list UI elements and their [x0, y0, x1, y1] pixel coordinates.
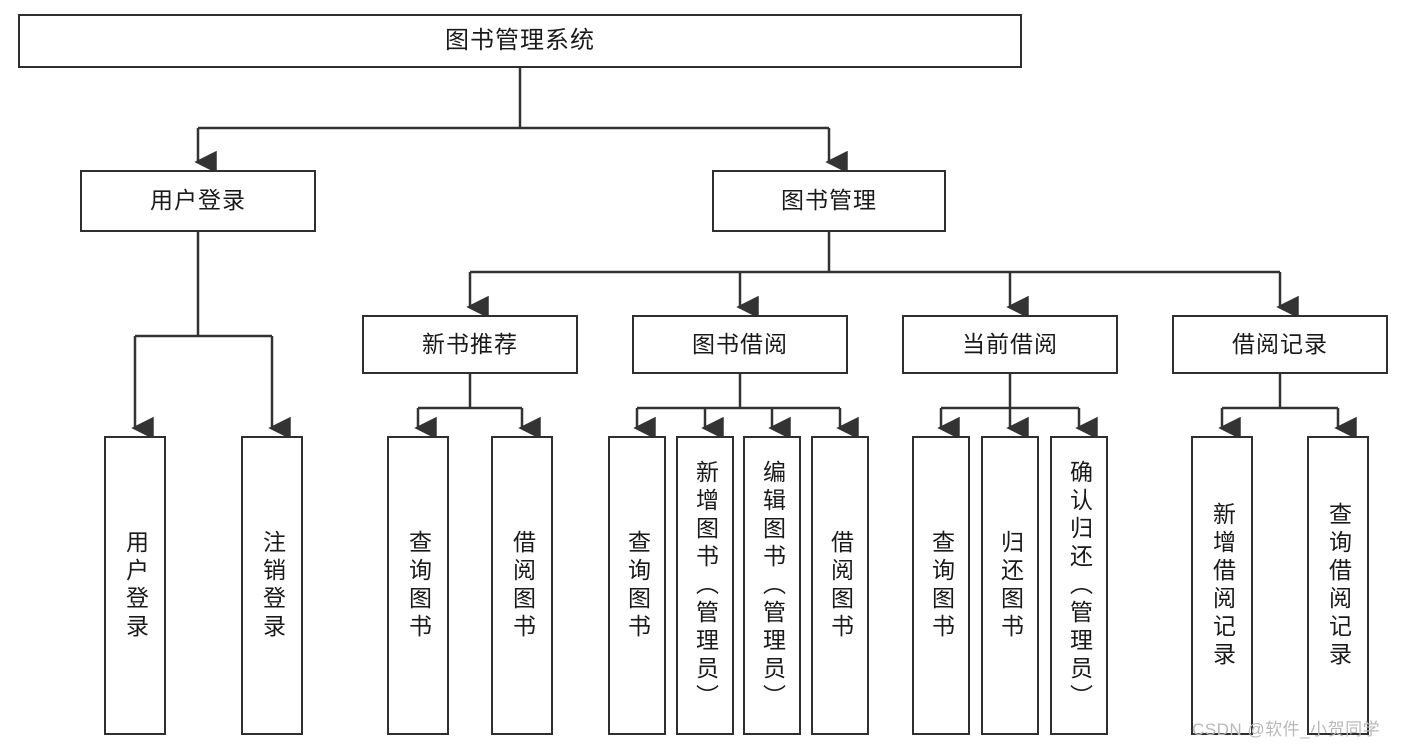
- leaf-new-books-query[interactable]: 查询图书: [387, 436, 449, 735]
- leaf-user-login-logout[interactable]: 注销登录: [241, 436, 303, 735]
- leaf-records-query-record[interactable]: 查询借阅记录: [1307, 436, 1369, 735]
- leaf-user-login-login[interactable]: 用户登录: [104, 436, 166, 735]
- leaf-current-confirm-return-admin[interactable]: 确认归还（管理员）: [1050, 436, 1108, 735]
- node-borrow-records[interactable]: 借阅记录: [1172, 315, 1388, 374]
- leaf-borrow-borrow-book[interactable]: 借阅图书: [811, 436, 869, 735]
- leaf-borrow-edit-book-admin[interactable]: 编辑图书（管理员）: [743, 436, 801, 735]
- node-root-system[interactable]: 图书管理系统: [18, 14, 1022, 68]
- node-user-login[interactable]: 用户登录: [80, 170, 316, 232]
- leaf-current-return-book[interactable]: 归还图书: [981, 436, 1039, 735]
- csdn-watermark: CSDN @软件_小贺同学: [1192, 720, 1381, 739]
- leaf-new-books-borrow[interactable]: 借阅图书: [491, 436, 553, 735]
- node-book-borrow[interactable]: 图书借阅: [632, 315, 848, 374]
- node-current-borrow[interactable]: 当前借阅: [902, 315, 1118, 374]
- leaf-current-query-book[interactable]: 查询图书: [912, 436, 970, 735]
- leaf-borrow-add-book-admin[interactable]: 新增图书（管理员）: [676, 436, 734, 735]
- node-book-management[interactable]: 图书管理: [712, 170, 946, 232]
- leaf-borrow-query-book[interactable]: 查询图书: [608, 436, 666, 735]
- node-new-book-recommend[interactable]: 新书推荐: [362, 315, 578, 374]
- leaf-records-add-record[interactable]: 新增借阅记录: [1191, 436, 1253, 735]
